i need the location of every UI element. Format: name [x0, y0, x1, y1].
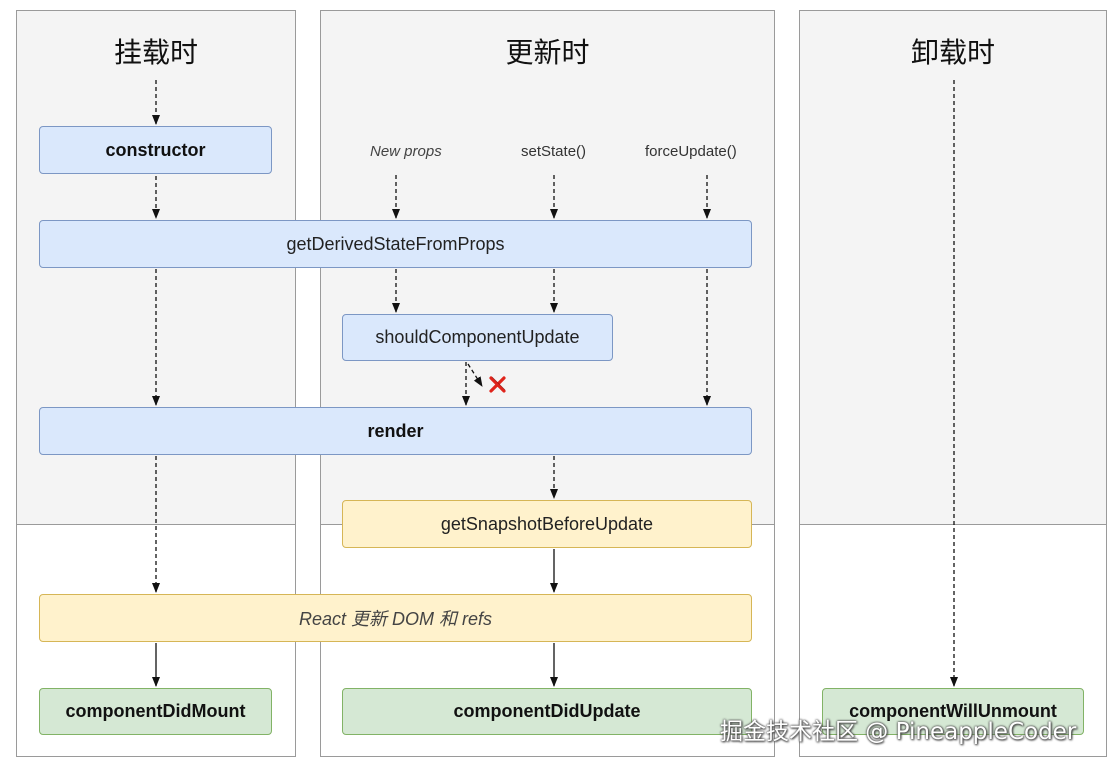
unmount-column: 卸载时 — [799, 10, 1107, 757]
get-derived-state-from-props-node: getDerivedStateFromProps — [39, 220, 752, 268]
trigger-set-state: setState() — [521, 143, 587, 160]
constructor-node: constructor — [39, 126, 272, 174]
watermark: 掘金技术社区 @ PineappleCoder — [720, 719, 1077, 745]
react-update-dom-node: React 更新 DOM 和 refs — [39, 594, 752, 642]
component-did-mount-node: componentDidMount — [39, 688, 272, 735]
component-did-update-node: componentDidUpdate — [342, 688, 752, 735]
unmount-column-title: 卸载时 — [910, 36, 995, 69]
stop-cross-icon — [489, 376, 506, 393]
mount-column-title: 挂载时 — [113, 36, 198, 69]
trigger-force-update: forceUpdate() — [645, 143, 737, 160]
get-snapshot-before-update-node: getSnapshotBeforeUpdate — [342, 500, 752, 548]
should-component-update-node: shouldComponentUpdate — [342, 314, 613, 361]
arrow-scu-to-stop — [467, 363, 483, 387]
render-phase-background — [800, 11, 1106, 525]
update-column-title: 更新时 — [505, 36, 590, 69]
render-node: render — [39, 407, 752, 455]
component-will-unmount-node: componentWillUnmount — [822, 688, 1084, 735]
trigger-new-props: New props — [370, 143, 442, 160]
